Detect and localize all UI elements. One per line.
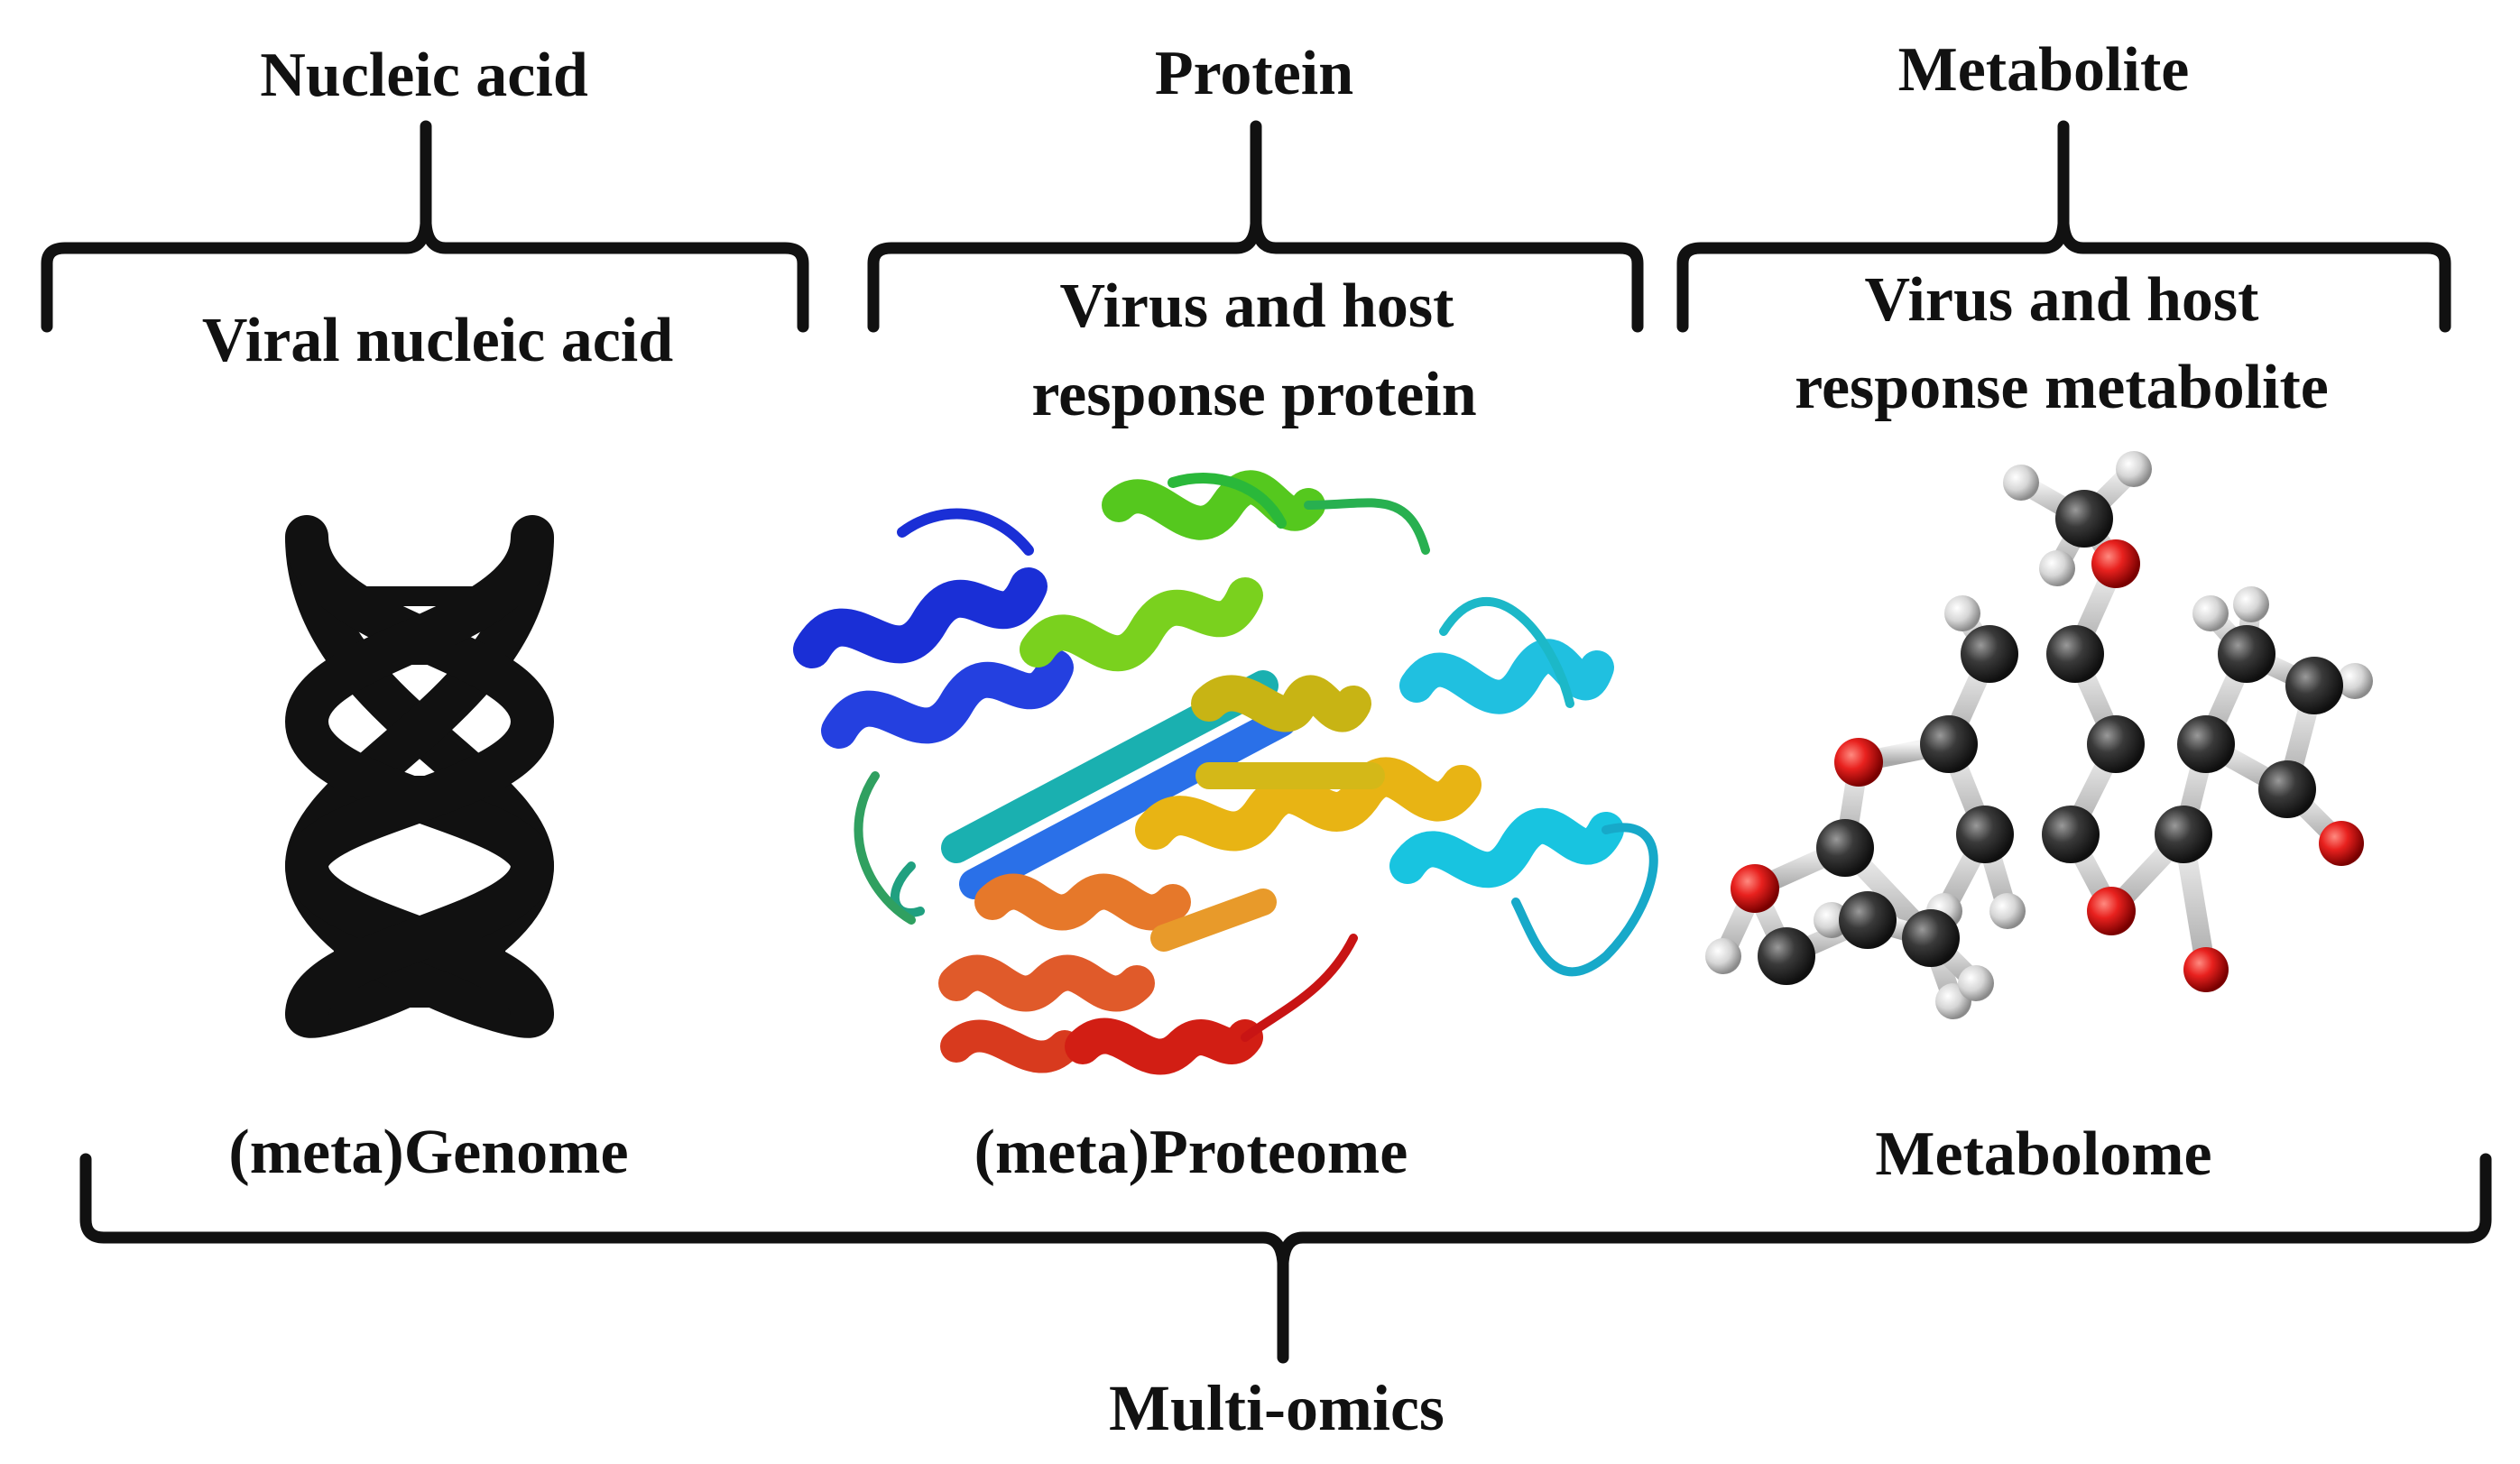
- category-label-protein: Protein: [1155, 39, 1353, 108]
- column-metabolite: Metabolite Virus and host response metab…: [1676, 35, 2451, 1189]
- ball-and-stick-molecule: [1705, 451, 2373, 1019]
- column-protein: Protein Virus and host response protein: [793, 39, 1658, 1187]
- category-label-nucleic-acid: Nucleic acid: [260, 41, 588, 110]
- category-label-metabolite: Metabolite: [1898, 35, 2190, 105]
- footer-label-multi-omics: Multi-omics: [1109, 1372, 1445, 1444]
- omics-label-genome: (meta)Genome: [228, 1118, 628, 1187]
- dna-double-helix-icon: [284, 515, 555, 1038]
- top-bracket-protein: [867, 120, 1644, 333]
- omics-label-metabolome: Metabolome: [1875, 1119, 2211, 1189]
- analyte-label-protein-line1: Virus and host: [1060, 272, 1454, 341]
- omics-label-proteome: (meta)Proteome: [974, 1118, 1408, 1187]
- top-bracket-metabolite: [1676, 120, 2451, 333]
- column-nucleic-acid: Nucleic acid Viral nucleic acid (meta)Ge…: [41, 41, 809, 1187]
- top-bracket-nucleic-acid: [41, 120, 809, 333]
- analyte-label-nucleic-acid: Viral nucleic acid: [202, 306, 673, 375]
- analyte-label-metabolite-line2: response metabolite: [1795, 353, 2329, 422]
- bottom-bracket-multi-omics: [79, 1153, 2492, 1364]
- analyte-label-protein-line2: response protein: [1031, 360, 1476, 429]
- protein-ribbon-structure: [793, 470, 1658, 1075]
- analyte-label-metabolite-line1: Virus and host: [1865, 265, 2259, 335]
